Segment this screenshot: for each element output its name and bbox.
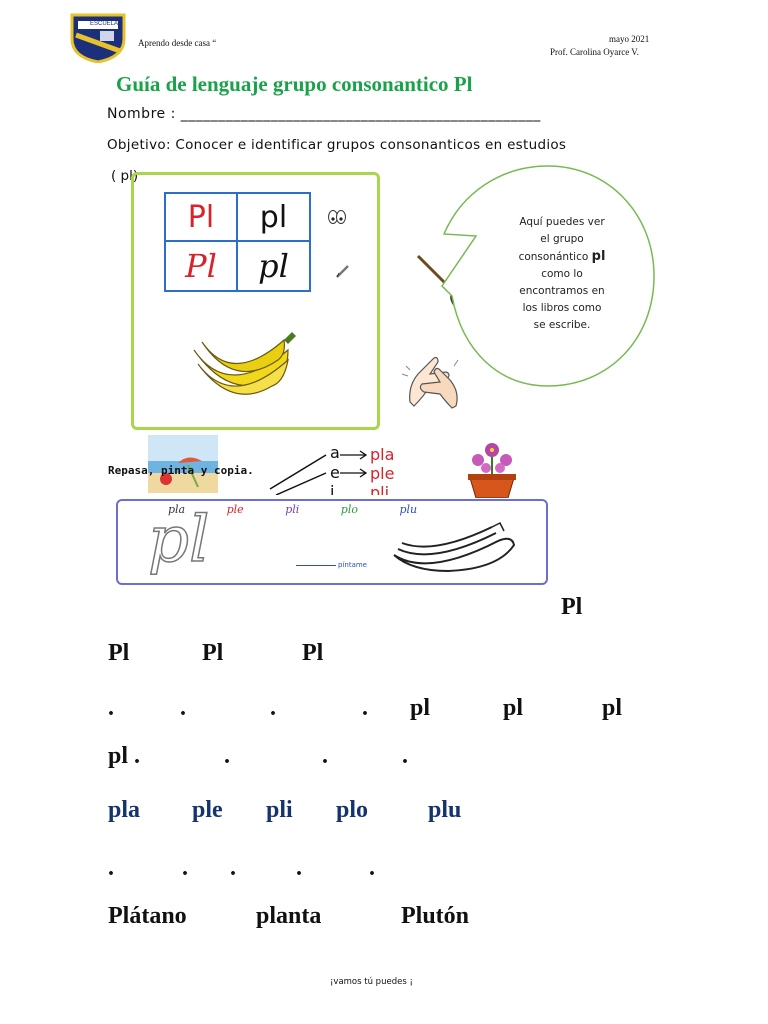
line-2-dot: .: [270, 695, 276, 721]
bubble-line: Aquí puedes ver: [519, 216, 605, 228]
beach-image: [148, 435, 218, 493]
line-2-dot: .: [362, 695, 368, 721]
name-field[interactable]: Nombre : _______________________________…: [107, 106, 541, 122]
line-2: . . . . pl pl pl: [108, 695, 668, 725]
clapping-hands-image: [400, 352, 466, 415]
tracing-syllables: pla ple pli plo plu: [168, 503, 417, 516]
line-5-dot: .: [296, 855, 302, 881]
banana-outline: [388, 521, 518, 578]
line-2-dot: .: [108, 695, 114, 721]
syllable-item: pli: [266, 797, 293, 823]
word-item: Plutón: [401, 903, 470, 929]
vowel-links: a pla e ple i pli: [262, 443, 412, 495]
line-5-dots: . . . . .: [108, 855, 408, 885]
paint-hint: píntame: [296, 561, 367, 569]
line-0-pl: Pl: [561, 594, 583, 620]
line-2-pl: pl: [503, 695, 524, 721]
grid-cell-upper-cursive: Pl: [185, 247, 217, 285]
page-title: Guía de lenguaje grupo consonantico Pl: [116, 72, 473, 96]
header-motto: Aprendo desde casa “: [138, 38, 217, 48]
line-5-dot: .: [182, 855, 188, 881]
pencil-icon: [335, 263, 351, 284]
header-date: mayo 2021: [609, 34, 650, 44]
line-2-dot: .: [180, 695, 186, 721]
letter-grid: Pl pl Pl pl: [164, 192, 311, 292]
line-2-pl: pl: [602, 695, 623, 721]
word-item: planta: [256, 903, 322, 929]
flower-pot-image: [464, 440, 520, 503]
tracing-syllable: pli: [285, 503, 300, 516]
tracing-syllable: plo: [340, 503, 358, 516]
bubble-line-prefix: consonántico: [518, 251, 589, 263]
line-6-words: Plátano planta Plutón: [108, 903, 528, 933]
grid-cell-upper-print: Pl: [187, 199, 215, 235]
review-instruction: Repasa, pinta y copia.: [108, 464, 254, 477]
syllable-pla: pla: [370, 445, 395, 464]
header-teacher: Prof. Carolina Oyarce V.: [550, 47, 639, 57]
tracing-panel: pla ple pli plo plu pl píntame: [116, 499, 548, 585]
paint-hint-label: píntame: [338, 561, 367, 569]
vowel-e: e: [330, 463, 340, 482]
line-3-dot: .: [224, 743, 230, 769]
crest-text: ESCUELA: [90, 21, 119, 27]
line-4-syllables: pla ple pli plo plu: [108, 797, 508, 827]
syllable-pli: pli: [370, 483, 390, 495]
line-1-item: Pl: [302, 640, 324, 666]
tracing-syllable: plu: [399, 503, 418, 516]
line-1-item: Pl: [108, 640, 130, 666]
line-5-dot: .: [108, 855, 114, 881]
image-frame: [131, 172, 380, 430]
tracing-big-letters: pl: [147, 502, 210, 578]
syllable-item: plo: [336, 797, 369, 823]
bubble-bold: pl: [591, 249, 606, 264]
objective-text: Objetivo: Conocer e identificar grupos c…: [107, 137, 567, 153]
line-3-pl: pl .: [108, 743, 141, 769]
bubble-line: los libros como: [522, 302, 602, 314]
bubble-line: se escribe.: [533, 319, 591, 331]
syllable-ple: ple: [370, 464, 395, 483]
grid-cell-lower-cursive: pl: [258, 247, 289, 285]
syllable-item: pla: [108, 797, 141, 823]
syllable-item: plu: [428, 797, 462, 823]
bubble-line: consonántico pl: [492, 248, 632, 266]
tracing-syllable: pla: [168, 503, 186, 516]
line-3-dot: .: [402, 743, 408, 769]
eyes-icon: [327, 209, 347, 230]
school-crest: ESCUELA: [70, 13, 126, 64]
line-3-dot: .: [322, 743, 328, 769]
syllable-item: ple: [192, 797, 223, 823]
line-5-dot: .: [369, 855, 375, 881]
footer-message: ¡vamos tú puedes ¡: [330, 977, 413, 987]
bubble-text: Aquí puedes ver el grupo consonántico pl…: [492, 214, 632, 334]
bubble-line: encontramos en: [519, 285, 605, 297]
bubble-line: como lo: [541, 268, 583, 280]
word-item: Plátano: [108, 903, 187, 929]
vowel-i: i: [330, 482, 335, 495]
line-3: pl . . . .: [108, 743, 508, 773]
vowel-a: a: [330, 443, 340, 462]
line-5-dot: .: [230, 855, 236, 881]
bubble-line: el grupo: [540, 233, 584, 245]
grid-cell-lower-print: pl: [259, 199, 288, 235]
tracing-syllable: ple: [226, 503, 244, 516]
line-2-pl: pl: [410, 695, 431, 721]
bananas-image: [188, 330, 300, 407]
line-1-item: Pl: [202, 640, 224, 666]
speech-bubble: [440, 164, 656, 393]
